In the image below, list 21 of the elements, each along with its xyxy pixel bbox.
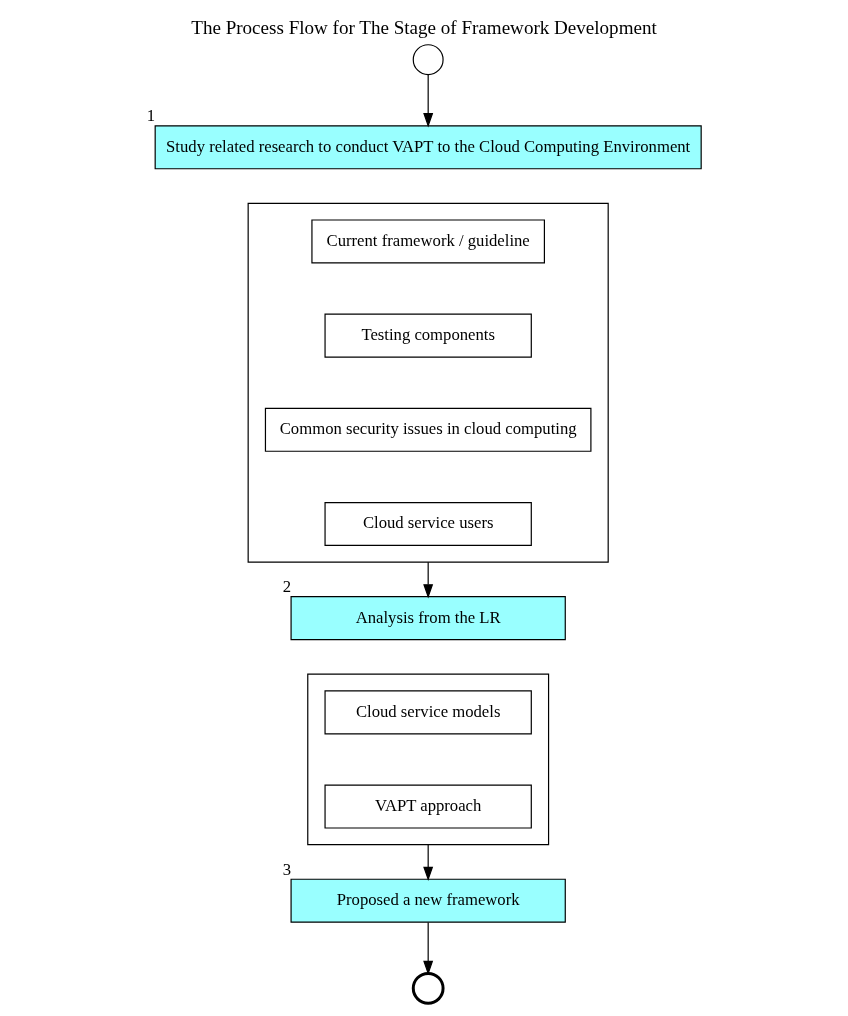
- node-box: Proposed a new framework: [290, 878, 566, 923]
- node-box: Analysis from the LR: [290, 595, 566, 640]
- arrow: [423, 561, 434, 598]
- node-circle: [412, 43, 444, 75]
- node-box: Testing components: [324, 313, 532, 358]
- node-box: VAPT approach: [324, 783, 532, 829]
- node-box: Cloud service users: [324, 501, 532, 546]
- diagram-title: The Process Flow for The Stage of Framework Development: [191, 16, 657, 38]
- arrow: [423, 843, 434, 881]
- arrow: [423, 73, 434, 127]
- node-label: 3: [282, 859, 292, 879]
- node-box: Current framework / guideline: [311, 218, 545, 263]
- node-box: Common security issues in cloud computing: [264, 407, 592, 452]
- node-box: Cloud service models: [324, 689, 532, 734]
- node-circle: [411, 971, 445, 1005]
- node-box: Study related research to conduct VAPT to the Cloud Computing Environment: [154, 124, 702, 169]
- cluster: [247, 202, 609, 563]
- node-label: 2: [282, 576, 292, 596]
- arrow: [423, 921, 434, 975]
- cluster: [307, 673, 550, 845]
- node-label: 1: [146, 105, 156, 125]
